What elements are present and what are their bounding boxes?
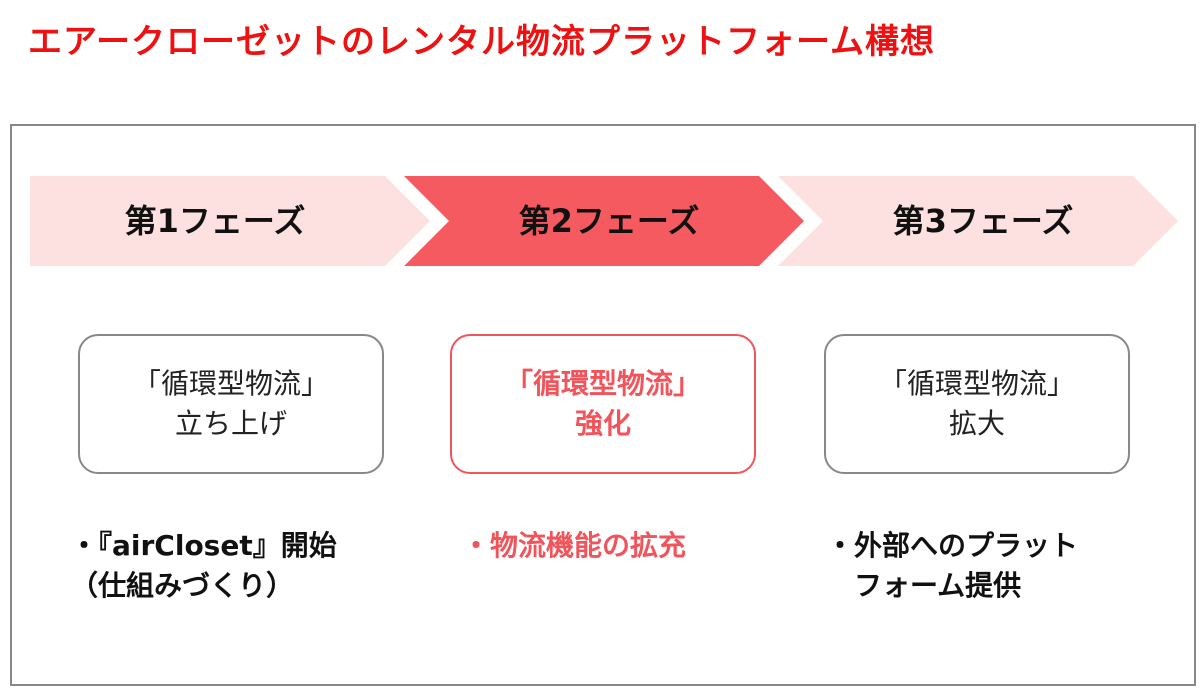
- page-title: エアークローゼットのレンタル物流プラットフォーム構想: [28, 22, 935, 62]
- phase-1-bullet: ・『airCloset』開始 （仕組みづくり）: [70, 526, 337, 606]
- phase-1-box: 「循環型物流」 立ち上げ: [78, 334, 384, 474]
- phase-3-box: 「循環型物流」 拡大: [824, 334, 1130, 474]
- phase-1-chevron: 第1フェーズ: [30, 176, 430, 266]
- phase-3-box-line-1: 「循環型物流」: [878, 367, 1075, 400]
- phase-1-box-line-2: 立ち上げ: [174, 407, 287, 440]
- phase-2-box: 「循環型物流」 強化: [450, 334, 756, 474]
- phase-2-label: 第2フェーズ: [518, 202, 700, 240]
- phase-2-chevron: 第2フェーズ: [404, 176, 804, 266]
- phase-2-box-line-2: 強化: [574, 407, 631, 440]
- phase-3-bullet: ・外部へのプラット フォーム提供: [826, 526, 1078, 606]
- phase-1-bullet-line-1: ・『airCloset』開始: [70, 529, 337, 562]
- phase-3-chevron-shape: [778, 176, 1178, 266]
- phase-1-box-line-1: 「循環型物流」: [132, 367, 329, 400]
- phase-2-bullet-line-1: ・物流機能の拡充: [462, 529, 687, 562]
- phase-3-bullet-line-2: フォーム提供: [826, 569, 1022, 602]
- phase-1-chevron-shape: [30, 176, 430, 266]
- phase-1-bullet-line-2: （仕組みづくり）: [70, 569, 295, 602]
- diagram-frame: [10, 124, 1196, 686]
- phase-3-bullet-line-1: ・外部へのプラット: [826, 529, 1079, 562]
- phase-2-bullet: ・物流機能の拡充: [462, 526, 686, 566]
- phase-1-label: 第1フェーズ: [124, 202, 306, 240]
- phase-3-label: 第3フェーズ: [892, 202, 1074, 240]
- phase-2-box-line-1: 「循環型物流」: [504, 367, 701, 400]
- phase-3-chevron: 第3フェーズ: [778, 176, 1178, 266]
- phase-3-box-line-2: 拡大: [948, 407, 1005, 440]
- phase-2-chevron-shape: [404, 176, 804, 266]
